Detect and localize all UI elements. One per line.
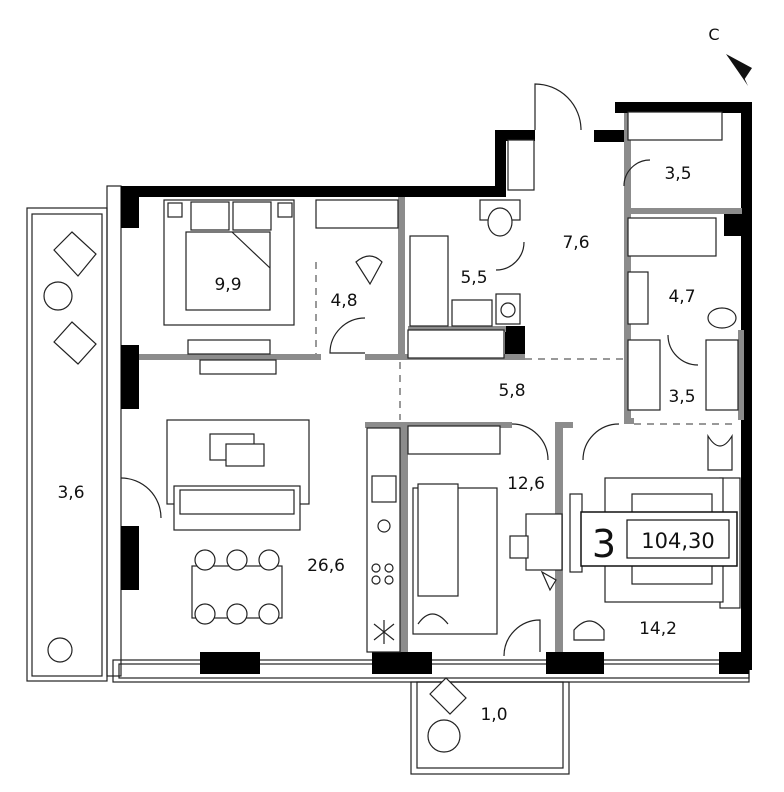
bed-double	[163, 199, 295, 375]
rooms-count: 3	[592, 522, 616, 566]
zone-lines	[315, 262, 738, 425]
outer-walls	[121, 102, 752, 674]
area-bedroom-2: 12,6	[507, 474, 545, 494]
area-bathroom-2: 4,7	[668, 287, 695, 307]
area-balcony-left: 3,6	[57, 483, 84, 503]
area-hall: 7,6	[562, 233, 589, 253]
bathroom-2-fixtures	[627, 217, 737, 329]
area-wardrobe-3: 3,5	[668, 387, 695, 407]
area-corridor: 5,8	[498, 381, 525, 401]
apartment-badge: 3 104,30	[580, 511, 738, 567]
bathroom-1-fixtures	[355, 199, 521, 327]
area-wardrobe-1: 4,8	[330, 291, 357, 311]
area-bedroom-3: 14,2	[639, 619, 677, 639]
area-bathroom-1: 5,5	[460, 268, 487, 288]
area-living-kitchen: 26,6	[307, 556, 345, 576]
north-arrow-icon: С	[708, 25, 752, 86]
balcony-furniture	[43, 231, 467, 753]
kitchen-units	[366, 427, 401, 653]
balcony-left	[26, 207, 108, 682]
area-balcony-bottom: 1,0	[480, 705, 507, 725]
total-area: 104,30	[641, 529, 714, 553]
doors	[120, 83, 699, 657]
bedroom-2-furniture	[412, 483, 563, 635]
compass-label: С	[708, 25, 719, 44]
living-furniture	[166, 419, 310, 625]
area-bedroom-1: 9,9	[214, 275, 241, 295]
area-wardrobe-2: 3,5	[664, 164, 691, 184]
